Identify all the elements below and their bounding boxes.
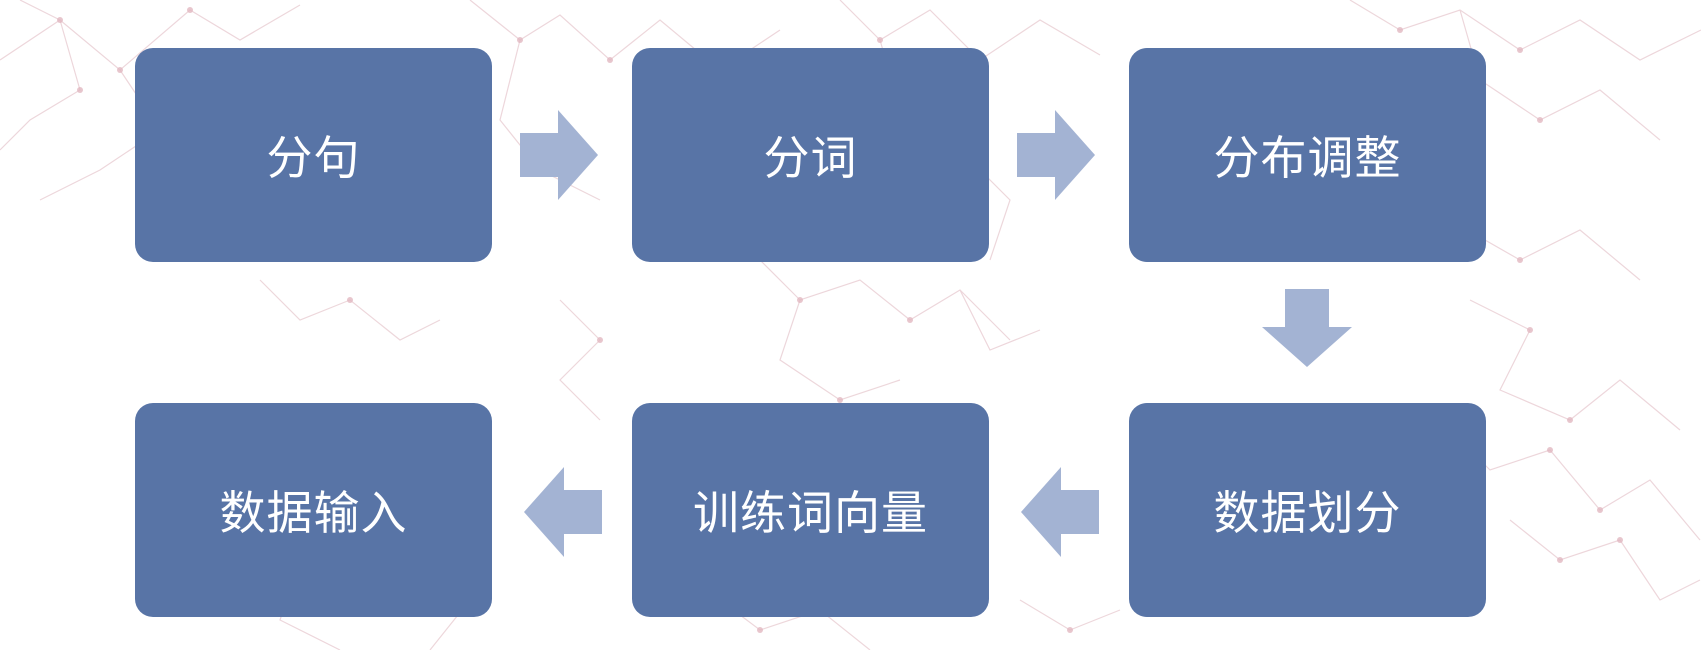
step-box-3: 分布调整 (1129, 48, 1486, 262)
step-label-5: 训练词向量 (693, 486, 928, 540)
arrow-right-icon (1017, 110, 1095, 200)
step-box-4: 数据划分 (1129, 403, 1486, 617)
step-label-4: 数据划分 (1213, 486, 1402, 540)
arrow-down-icon (1262, 289, 1352, 367)
step-label-1: 分句 (266, 131, 361, 185)
arrow-right-icon (520, 110, 598, 200)
step-box-2: 分词 (632, 48, 989, 262)
arrow-left-icon (524, 467, 602, 557)
step-box-6: 数据输入 (135, 403, 492, 617)
step-label-2: 分词 (763, 131, 858, 185)
arrow-left-icon (1021, 467, 1099, 557)
step-label-6: 数据输入 (219, 486, 408, 540)
step-box-1: 分句 (135, 48, 492, 262)
step-box-5: 训练词向量 (632, 403, 989, 617)
step-label-3: 分布调整 (1213, 131, 1402, 185)
